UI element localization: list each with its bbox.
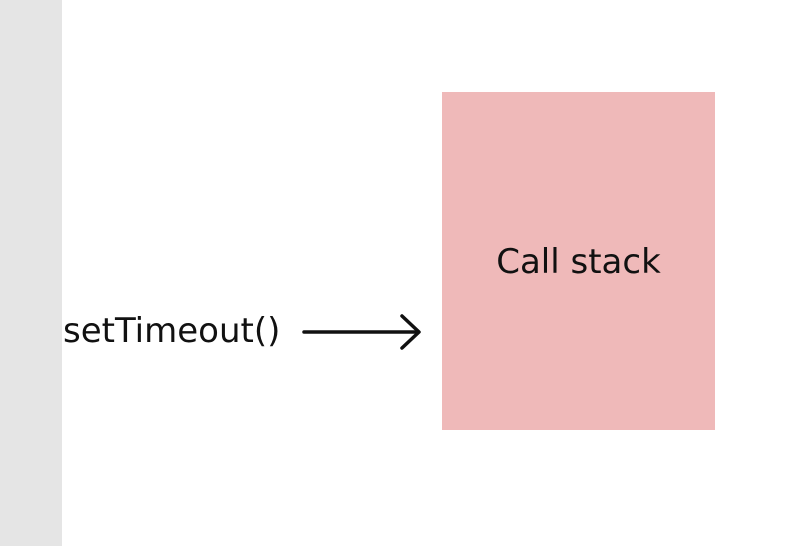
left-gray-strip — [0, 0, 62, 546]
call-stack-box: Call stack — [442, 92, 715, 430]
settimeout-label: setTimeout() — [63, 311, 281, 351]
call-stack-label: Call stack — [496, 242, 661, 282]
arrow-right-icon — [302, 314, 421, 350]
